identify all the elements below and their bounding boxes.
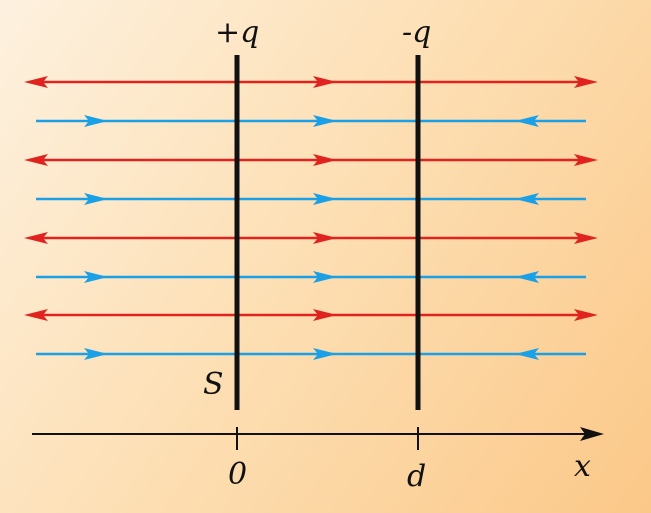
label-plus-q: +q [215, 15, 259, 50]
field-arrowhead [313, 348, 337, 360]
field-arrowhead [24, 232, 48, 244]
label-x-axis: x [574, 449, 591, 484]
field-arrowhead [313, 154, 337, 166]
field-arrowhead [24, 154, 48, 166]
field-arrowhead [24, 309, 48, 321]
field-arrowhead [84, 348, 108, 360]
x-axis-arrowhead [580, 427, 604, 441]
field-lines [24, 76, 598, 360]
field-arrowhead [515, 193, 539, 205]
field-arrowhead [84, 115, 108, 127]
field-arrowhead [84, 193, 108, 205]
field-arrowhead [313, 115, 337, 127]
field-arrowhead [313, 232, 337, 244]
label-surface-s: S [203, 367, 224, 402]
field-arrowhead [313, 271, 337, 283]
field-arrowhead [574, 154, 598, 166]
field-arrowhead [313, 309, 337, 321]
label-minus-q: -q [402, 15, 431, 50]
field-arrowhead [574, 309, 598, 321]
field-arrowhead [313, 193, 337, 205]
field-arrowhead [24, 76, 48, 88]
label-d: d [407, 459, 426, 494]
label-origin: 0 [228, 457, 247, 492]
field-arrowhead [84, 271, 108, 283]
field-arrowhead [515, 271, 539, 283]
field-arrowhead [574, 232, 598, 244]
field-arrowhead [574, 76, 598, 88]
field-arrowhead [313, 76, 337, 88]
field-arrowhead [515, 115, 539, 127]
field-arrowhead [515, 348, 539, 360]
